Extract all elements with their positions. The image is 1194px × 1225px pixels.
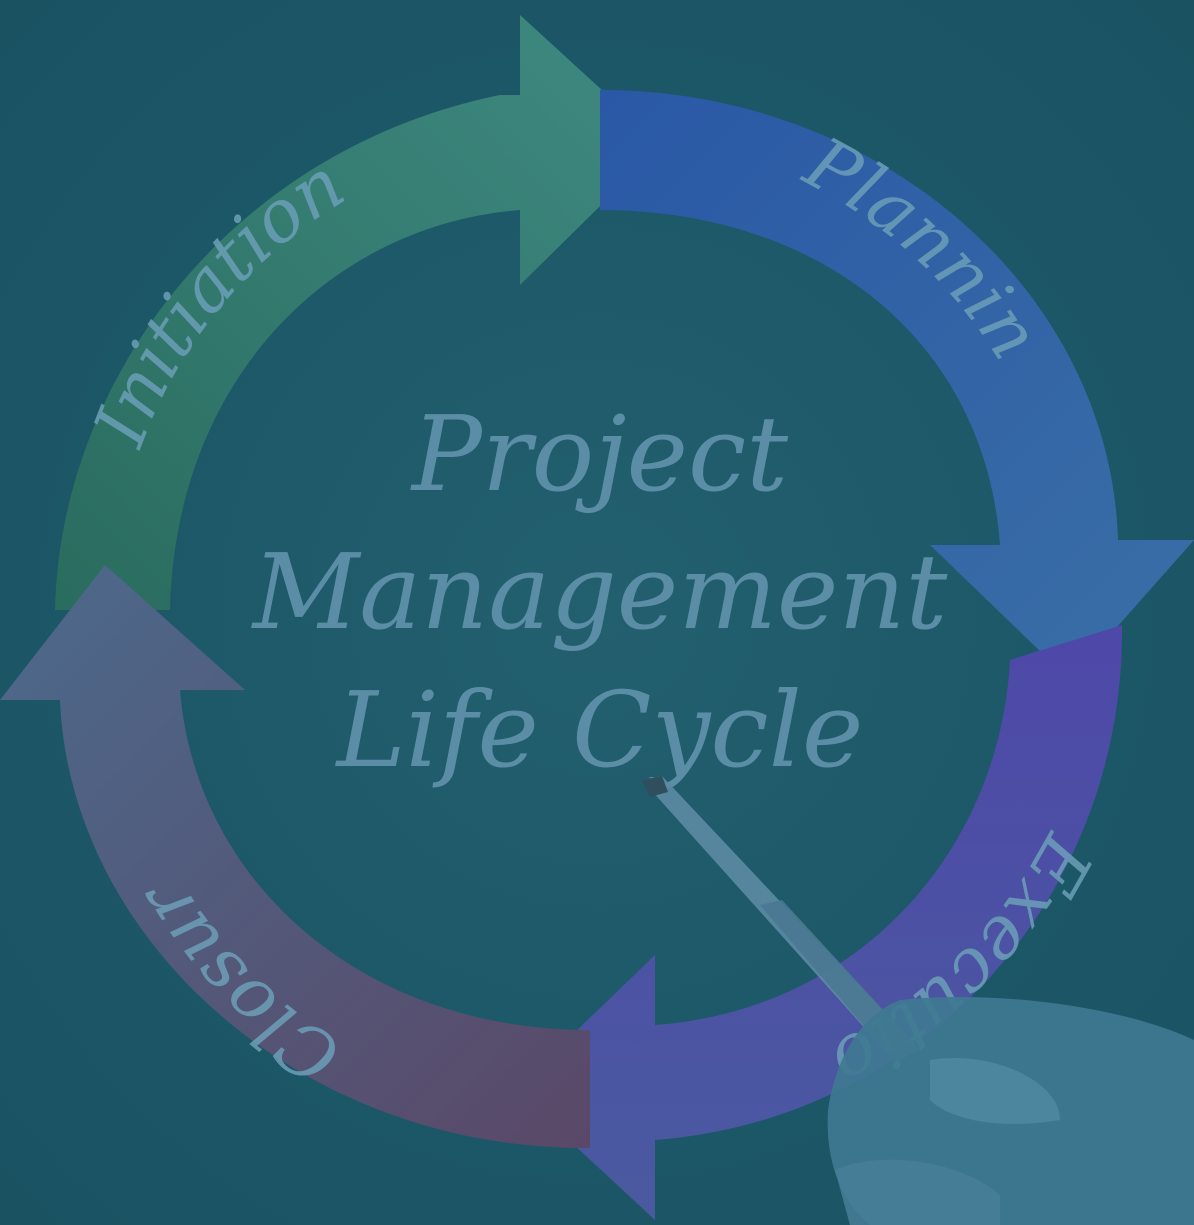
title-line-3: Life Cycle (335, 669, 864, 791)
title-line-1: Project (410, 393, 788, 515)
stage-planning-arrow (600, 90, 1194, 680)
stage-closure-arrow (0, 565, 590, 1149)
title-line-2: Management (251, 531, 948, 653)
hand-illustration (827, 996, 1194, 1225)
stage-initiation-arrow (55, 15, 662, 610)
stage-execution-arrow (515, 625, 1123, 1220)
